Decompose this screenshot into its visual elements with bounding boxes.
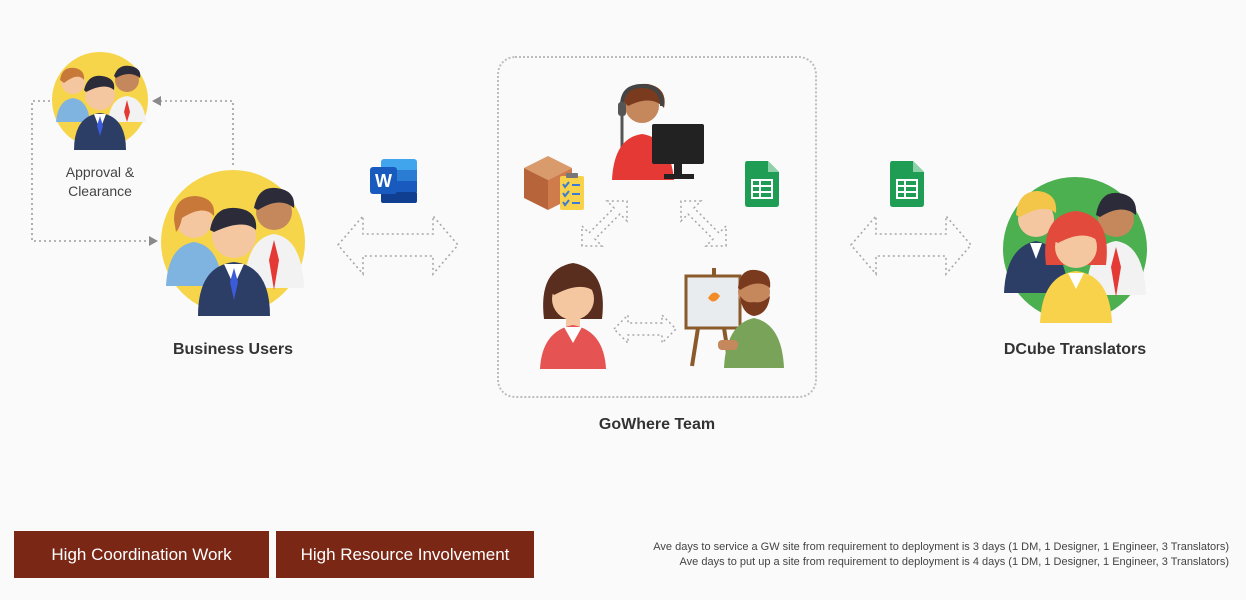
service-notes: Ave days to service a GW site from requi…: [653, 540, 1229, 570]
dcube-translators-label: DCube Translators: [1003, 341, 1147, 358]
spreadsheet-icon-translators: [890, 161, 924, 207]
approval-line-1: Approval &: [65, 164, 135, 180]
double-arrow-small: [612, 313, 678, 345]
gowhere-team-label: GoWhere Team: [598, 416, 716, 433]
business-users-label: Business Users: [172, 341, 294, 358]
diagonal-arrow-right: [680, 200, 727, 247]
high-resource-tag: High Resource Involvement: [276, 531, 534, 578]
package-checklist-icon: [524, 156, 584, 210]
note-line-2: Ave days to put up a site from requireme…: [679, 556, 1229, 568]
gowhere-team-box: [497, 56, 817, 398]
word-letter: W: [375, 171, 392, 191]
approval-group-avatar: [52, 52, 148, 150]
diagonal-arrow-left: [581, 200, 628, 247]
approval-clearance-label: Approval & Clearance: [50, 163, 150, 201]
double-arrow-right: [849, 213, 973, 277]
high-coordination-tag: High Coordination Work: [14, 531, 269, 578]
designer-icon: [684, 268, 784, 368]
team-member-woman-icon: [540, 263, 606, 369]
double-arrow-left: [336, 213, 460, 277]
dcube-translators-avatar: [1003, 177, 1147, 323]
note-line-1: Ave days to service a GW site from requi…: [653, 541, 1229, 553]
business-users-avatar: [161, 170, 305, 316]
approval-line-2: Clearance: [68, 183, 132, 199]
word-document-icon: W: [370, 159, 417, 203]
engineer-icon: [612, 83, 704, 180]
spreadsheet-icon-team: [745, 161, 779, 207]
